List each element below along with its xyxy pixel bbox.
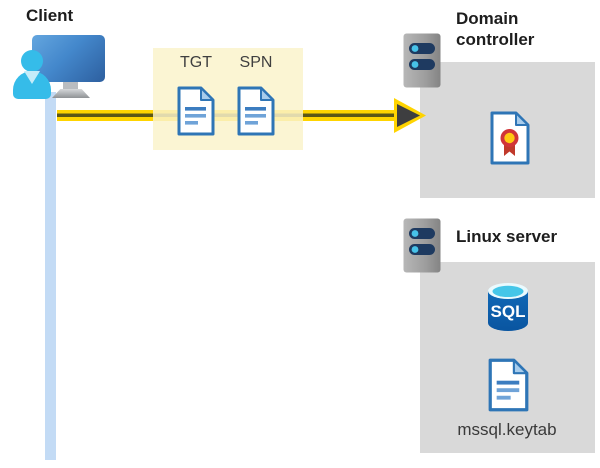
spn-label: SPN xyxy=(239,54,273,71)
client-timeline-line xyxy=(45,92,56,460)
sql-icon-label: SQL xyxy=(491,302,526,321)
monitor-stand-base xyxy=(52,89,90,98)
linux-server-title: Linux server xyxy=(456,227,558,246)
monitor-stand-neck xyxy=(63,82,78,89)
keytab-filename-label: mssql.keytab xyxy=(457,420,557,439)
client-title: Client xyxy=(26,6,74,25)
client-monitor-icon xyxy=(32,35,105,82)
user-icon xyxy=(21,50,43,72)
domain-controller-server-icon xyxy=(403,33,441,93)
tgt-document-icon xyxy=(176,86,216,141)
spn-document-icon xyxy=(236,86,276,141)
tgt-label: TGT xyxy=(180,54,212,71)
sql-database-icon: SQL xyxy=(485,282,531,339)
linux-server-icon xyxy=(403,218,441,278)
keytab-document-icon xyxy=(487,358,530,417)
certificate-icon xyxy=(489,111,531,170)
domain-controller-title: Domain controller xyxy=(456,9,535,49)
